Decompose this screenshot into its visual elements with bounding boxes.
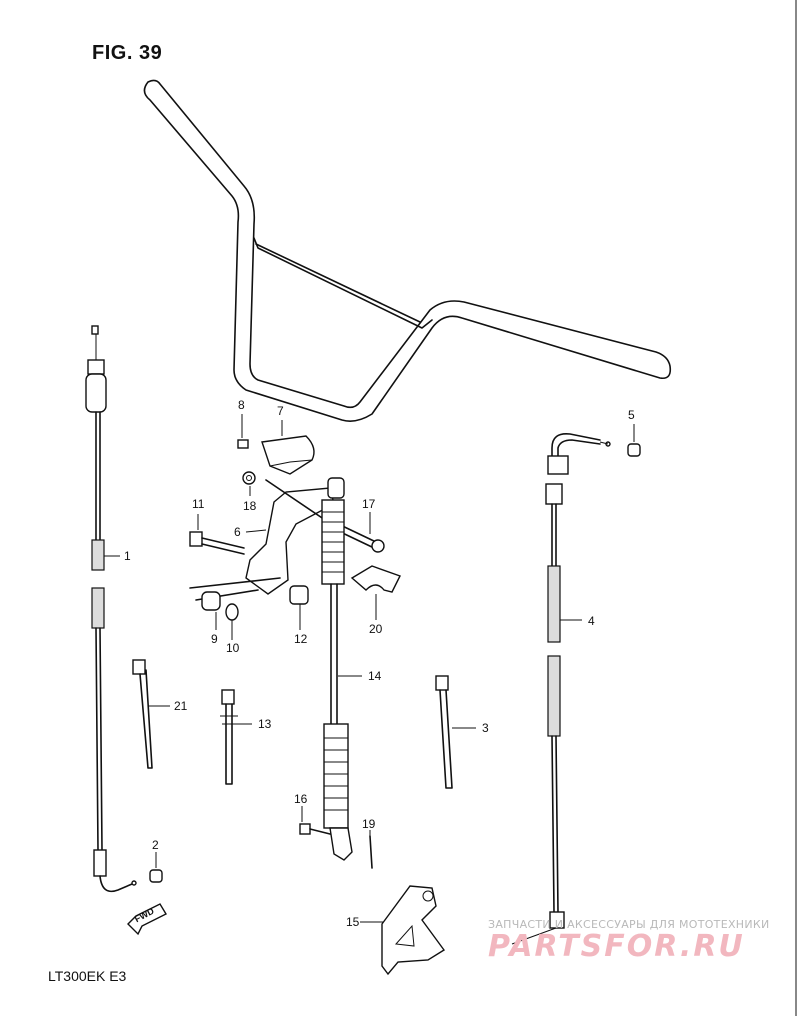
callout-9: 9 [211,632,218,646]
model-code: LT300EK E3 [48,968,127,984]
callout-21: 21 [174,699,188,713]
fwd-arrow-shape [127,903,167,936]
pin-19 [369,835,373,869]
watermark: ЗАПЧАСТИ И АКСЕССУАРЫ ДЛЯ МОТОТЕХНИКИ PA… [488,918,788,964]
bolt-11 [189,531,245,555]
callout-19: 19 [362,817,376,831]
callout-7: 7 [277,404,284,418]
callout-14: 14 [368,669,382,683]
leader-lines [104,414,635,923]
callout-12: 12 [294,632,308,646]
callout-17: 17 [362,497,376,511]
callout-11: 11 [192,497,205,511]
bolt-8 [237,439,249,449]
watermark-subtitle: ЗАПЧАСТИ И АКСЕССУАРЫ ДЛЯ МОТОТЕХНИКИ [488,918,770,931]
cable-14 [321,477,353,861]
callout-5: 5 [628,408,635,422]
callout-20: 20 [369,622,383,636]
nut-12 [289,585,309,605]
callout-16: 16 [294,792,308,806]
callout-2: 2 [152,838,159,852]
nut-2 [149,869,163,883]
collar-9 [201,591,221,611]
callout-1: 1 [124,549,131,563]
bracket-15 [381,885,446,976]
watermark-brand: PARTSFOR.RU [488,929,745,964]
tie-21 [132,659,153,769]
cable-4 [511,432,611,945]
callout-10: 10 [226,641,240,655]
figure-title: FIG. 39 [92,42,163,64]
cover-7 [261,435,315,475]
clip-20 [350,565,401,593]
callout-6: 6 [234,525,241,539]
tie-13 [220,689,238,785]
washer-10 [225,603,239,621]
callout-18: 18 [243,499,257,513]
callout-15: 15 [346,915,360,929]
callout-8: 8 [238,398,245,412]
callout-13: 13 [258,717,272,731]
washer-18 [242,471,256,485]
cable-1 [85,325,137,893]
tie-3 [435,675,453,789]
nut-5 [627,443,641,457]
handlebar [143,79,672,422]
callout-4: 4 [588,614,595,628]
callout-3: 3 [482,721,489,735]
bolt-16 [299,823,331,835]
